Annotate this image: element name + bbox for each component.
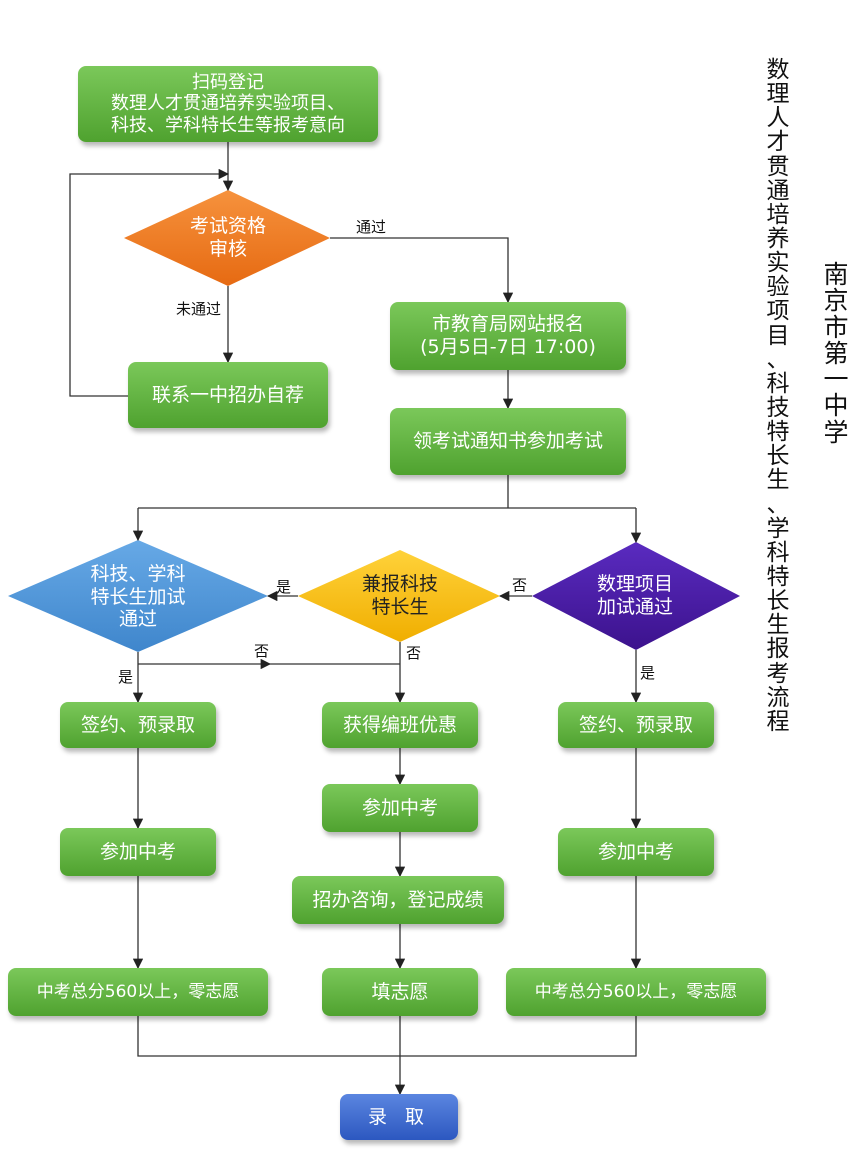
title-char: 项 xyxy=(766,298,790,325)
process-title: 数理人才贯通培养实验项目、科技特长生、学科特长生报考流程 xyxy=(764,58,792,734)
title-char: 通 xyxy=(766,177,790,204)
sci-pass-label: 科技、学科 特长生加试 通过 xyxy=(90,562,186,631)
title-char: 中 xyxy=(823,391,849,421)
zhongkao-mid-box: 参加中考 xyxy=(322,784,478,832)
title-char: 学 xyxy=(766,515,790,542)
title-char: 第 xyxy=(823,338,849,368)
zhongkao-right-box: 参加中考 xyxy=(558,828,714,876)
exam-notice-box: 领考试通知书参加考试 xyxy=(390,408,626,475)
edge-label-no-sci: 否 xyxy=(254,642,270,660)
edge-label-yes-dual: 是 xyxy=(276,578,292,596)
title-char: 数 xyxy=(766,57,790,83)
title-char: 、 xyxy=(766,491,790,518)
sign-right-box: 签约、预录取 xyxy=(558,702,714,748)
title-char: 目 xyxy=(766,322,790,349)
title-char: 学 xyxy=(823,417,849,447)
title-char: 养 xyxy=(766,225,790,252)
fill-wishes-box: 填志愿 xyxy=(322,968,478,1016)
scan-register-box: 扫码登记 数理人才贯通培养实验项目、 科技、学科特长生等报考意向 xyxy=(78,66,378,142)
contact-admission-box: 联系一中招办自荐 xyxy=(128,362,328,428)
title-char: 京 xyxy=(823,286,849,316)
title-char: 科 xyxy=(766,370,790,397)
title-char: 贯 xyxy=(766,153,790,180)
title-char: 一 xyxy=(823,365,849,394)
zhongkao-left-box: 参加中考 xyxy=(60,828,216,876)
score-right-box: 中考总分560以上，零志愿 xyxy=(506,968,766,1016)
edge-label-no-math: 否 xyxy=(512,576,528,594)
title-char: 培 xyxy=(766,201,790,228)
title-char: 长 xyxy=(766,588,790,615)
title-char: 市 xyxy=(823,312,849,342)
title-char: 流 xyxy=(766,684,790,711)
qualify-diamond xyxy=(124,190,330,286)
title-char: 南 xyxy=(823,260,849,289)
qualify-label: 考试资格 审核 xyxy=(189,215,266,260)
title-char: 理 xyxy=(766,81,790,108)
title-char: 实 xyxy=(766,250,790,277)
title-char: 生 xyxy=(766,612,790,639)
sci-pass-diamond xyxy=(8,540,268,652)
title-char: 长 xyxy=(766,443,790,470)
title-char: 、 xyxy=(766,346,790,373)
score-left-box: 中考总分560以上，零志愿 xyxy=(8,968,268,1016)
math-pass-label: 数理项目 加试通过 xyxy=(596,573,673,618)
class-bonus-box: 获得编班优惠 xyxy=(322,702,478,748)
register-online-box: 市教育局网站报名 (5月5日-7日 17:00) xyxy=(390,302,626,370)
math-pass-diamond xyxy=(532,542,740,650)
title-char: 特 xyxy=(766,563,790,590)
edge-label-pass: 通过 xyxy=(356,218,387,236)
dual-apply-label: 兼报科技 特长生 xyxy=(361,573,438,618)
edge-label-yes-math: 是 xyxy=(640,664,656,682)
school-title: 南京市第一中学 xyxy=(822,260,850,447)
sign-left-box: 签约、预录取 xyxy=(60,702,216,748)
dual-apply-diamond xyxy=(298,550,500,642)
title-char: 特 xyxy=(766,419,790,446)
edge-label-fail: 未通过 xyxy=(176,300,222,318)
title-char: 人 xyxy=(766,105,790,132)
title-char: 技 xyxy=(766,394,790,421)
title-char: 报 xyxy=(766,636,790,663)
admit-box: 录 取 xyxy=(340,1094,458,1140)
title-char: 才 xyxy=(766,129,790,156)
title-char: 考 xyxy=(766,660,790,687)
title-char: 验 xyxy=(766,274,790,301)
edge-label-yes-sci: 是 xyxy=(118,668,134,686)
title-char: 科 xyxy=(766,539,790,566)
edge-label-no-dual: 否 xyxy=(406,644,422,662)
consult-box: 招办咨询，登记成绩 xyxy=(292,876,504,924)
title-char: 程 xyxy=(766,708,790,735)
title-char: 生 xyxy=(766,467,790,494)
